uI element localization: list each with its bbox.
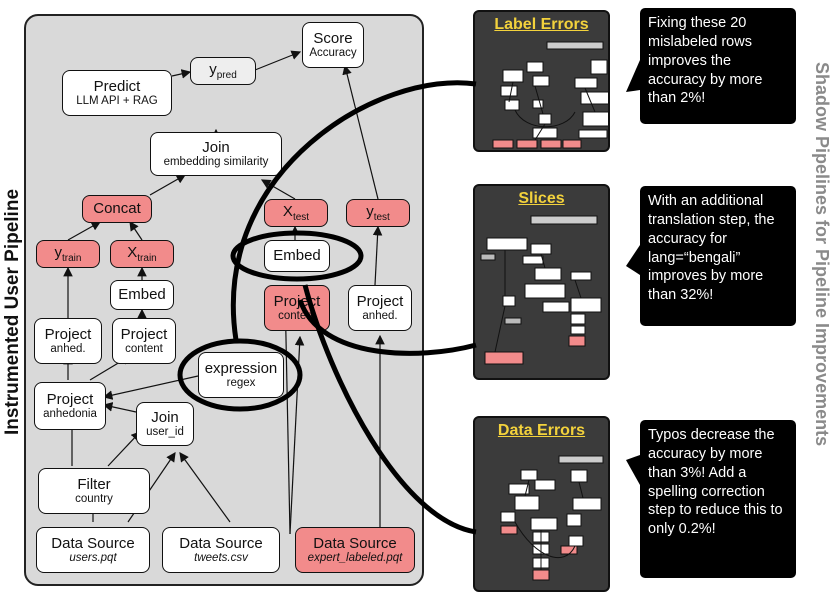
project-anhed-test-title: Project xyxy=(356,292,404,310)
ytrain-sub: train xyxy=(62,252,82,264)
project-anhedonia-title: Project xyxy=(46,390,94,408)
predict-title: Predict xyxy=(93,77,141,95)
ytest-sub: test xyxy=(373,211,390,223)
xtrain-sym: X xyxy=(127,243,138,261)
embed-test-node: Embed xyxy=(264,240,330,272)
filter-sub: country xyxy=(75,493,113,506)
connector-data-errors xyxy=(302,284,477,535)
join-embedding-node: Join embedding similarity xyxy=(150,132,282,176)
shadow-panel-slices: Slices xyxy=(473,184,610,380)
callout-slices: With an additional translation step, the… xyxy=(640,186,796,326)
project-anhed-train-title: Project xyxy=(44,325,92,343)
join-embedding-title: Join xyxy=(202,138,230,156)
callout-pointer-slices xyxy=(626,245,640,275)
xtest-node: Xtest xyxy=(264,199,328,227)
callout-pointer-data-errors xyxy=(626,455,640,485)
shadow-title-data-errors: Data Errors xyxy=(497,422,586,439)
embed-test-title: Embed xyxy=(273,247,321,265)
project-anhedonia-sub: anhedonia xyxy=(43,408,97,421)
project-anhed-train-sub: anhed. xyxy=(50,343,86,356)
highlight-ring-embed xyxy=(230,230,364,282)
ypred-sub: pred xyxy=(216,69,237,81)
project-content-train-node: Project content xyxy=(112,318,176,364)
expression-node: expression regex xyxy=(198,352,284,398)
shadow-title-label-errors: Label Errors xyxy=(494,16,589,33)
embed-train-title: Embed xyxy=(118,286,166,304)
source-users-node: Data Source users.pqt xyxy=(36,527,150,573)
xtest-sym: X xyxy=(282,202,293,220)
source-users-title: Data Source xyxy=(51,534,135,552)
score-title: Score xyxy=(313,29,353,47)
ytrain-node: ytrain xyxy=(36,240,100,268)
concat-title: Concat xyxy=(93,200,141,218)
project-anhed-test-node: Project anhed. xyxy=(348,285,412,331)
project-anhed-test-sub: anhed. xyxy=(362,310,398,323)
score-node: Score Accuracy xyxy=(302,22,364,68)
ytrain-sym: y xyxy=(54,243,63,261)
xtrain-node: Xtrain xyxy=(110,240,174,268)
source-expert-sub: expert_labeled.pqt xyxy=(307,552,403,565)
callout-data-errors: Typos decrease the accuracy by more than… xyxy=(640,420,796,578)
ypred-node: ypred xyxy=(190,57,256,85)
shadow-panel-data-errors: Data Errors xyxy=(473,416,610,592)
join-user-title: Join xyxy=(151,408,179,426)
source-users-sub: users.pqt xyxy=(69,552,117,565)
mini-dag-slices xyxy=(480,215,602,365)
project-content-train-title: Project xyxy=(120,325,168,343)
predict-node: Predict LLM API + RAG xyxy=(62,70,172,116)
score-sub: Accuracy xyxy=(309,47,357,60)
xtrain-sub: train xyxy=(137,252,157,264)
join-embedding-sub: embedding similarity xyxy=(163,156,269,169)
callout-pointer-label-errors xyxy=(626,60,640,92)
project-content-train-sub: content xyxy=(125,343,163,356)
mini-dag-label-errors xyxy=(492,41,608,149)
project-anhed-train-node: Project anhed. xyxy=(34,318,102,364)
filter-node: Filter country xyxy=(38,468,150,514)
project-anhedonia-node: Project anhedonia xyxy=(34,382,106,430)
predict-sub: LLM API + RAG xyxy=(76,95,158,108)
join-user-node: Join user_id xyxy=(136,402,194,446)
connector-slices xyxy=(297,299,477,356)
source-tweets-sub: tweets.csv xyxy=(194,552,248,565)
embed-train-node: Embed xyxy=(110,280,174,310)
shadow-title-slices: Slices xyxy=(518,190,565,207)
highlight-ring-expression xyxy=(177,338,303,412)
expression-sub: regex xyxy=(226,377,256,390)
concat-node: Concat xyxy=(82,195,152,223)
join-user-sub: user_id xyxy=(146,426,184,439)
connector-label-errors xyxy=(231,80,477,341)
shadow-panel-label-errors: Label Errors xyxy=(473,10,610,152)
source-expert-title: Data Source xyxy=(313,534,397,552)
mini-dag-data-errors xyxy=(500,455,604,581)
source-expert-node: Data Source expert_labeled.pqt xyxy=(295,527,415,573)
callout-label-errors: Fixing these 20 mislabeled rows improves… xyxy=(640,8,796,124)
expression-title: expression xyxy=(204,359,278,377)
source-tweets-node: Data Source tweets.csv xyxy=(162,527,280,573)
ytest-node: ytest xyxy=(346,199,410,227)
xtest-sub: test xyxy=(292,211,310,223)
ytest-sym: y xyxy=(366,202,374,220)
ypred-sym: y xyxy=(209,60,217,78)
filter-title: Filter xyxy=(77,475,111,493)
source-tweets-title: Data Source xyxy=(179,534,263,552)
